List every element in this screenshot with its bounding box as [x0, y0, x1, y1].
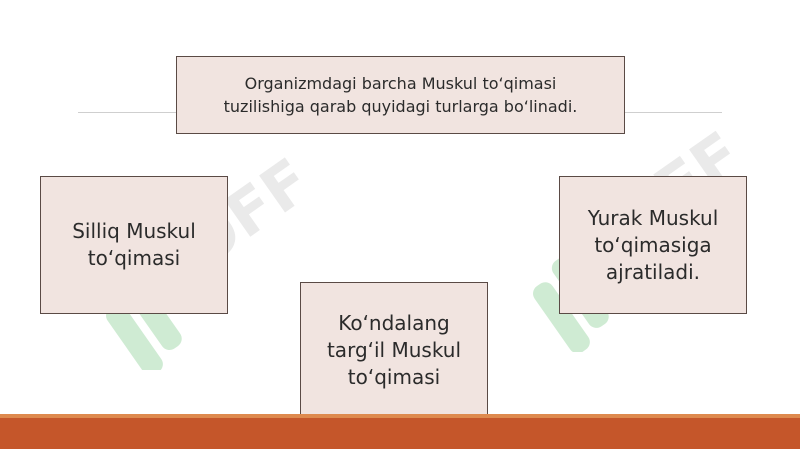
- top-node-line-2: tuzilishiga qarab quyidagi turlarga bo‘l…: [223, 97, 578, 116]
- left-node-line-1: Silliq Muskul: [72, 219, 196, 243]
- right-node-line-3: ajratiladi.: [605, 259, 701, 284]
- bottom-node-line-3: to‘qimasi: [347, 365, 441, 389]
- right-node-line-1: Yurak Muskul: [587, 205, 719, 230]
- bottom-node: Ko‘ndalang targ‘il Muskul to‘qimasi: [300, 282, 488, 419]
- bottom-node-line-1: Ko‘ndalang: [338, 311, 450, 335]
- bottom-node-line-2: targ‘il Muskul: [326, 338, 462, 362]
- left-node: Silliq Muskul to‘qimasi: [40, 176, 228, 314]
- left-node-line-2: to‘qimasi: [87, 246, 181, 270]
- top-node-line-1: Organizmdagi barcha Muskul to‘qimasi: [244, 74, 557, 93]
- right-node: Yurak Muskul to‘qimasiga ajratiladi.: [559, 176, 747, 314]
- right-node-line-2: to‘qimasiga: [594, 232, 712, 257]
- footer-bar: [0, 414, 800, 449]
- top-node: Organizmdagi barcha Muskul to‘qimasi tuz…: [176, 56, 625, 134]
